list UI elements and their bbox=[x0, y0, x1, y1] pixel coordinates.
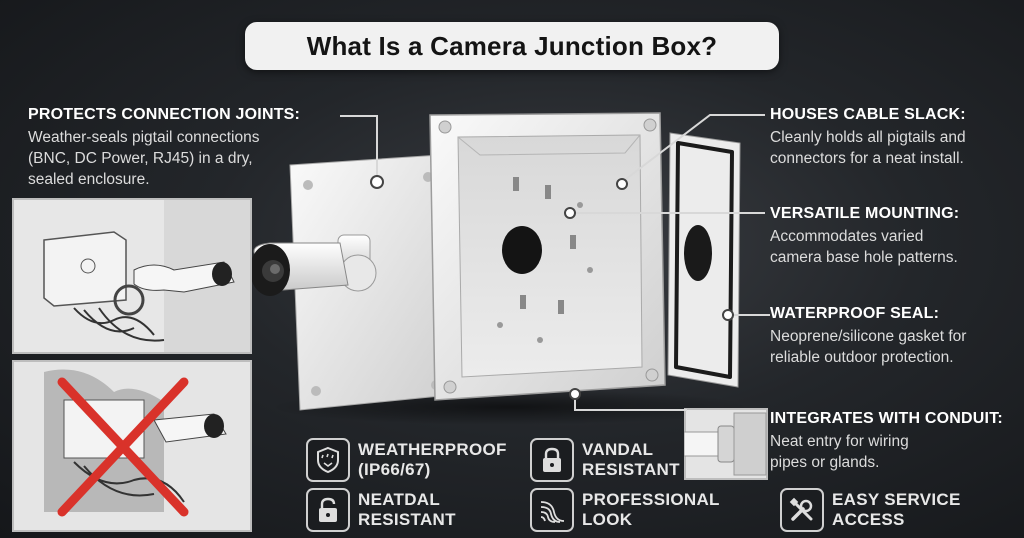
leader-cable-slack bbox=[616, 114, 765, 190]
callout-line: (BNC, DC Power, RJ45) in a dry, bbox=[28, 150, 253, 167]
callout-heading: VERSATILE MOUNTING: bbox=[770, 205, 960, 222]
callout-line: sealed enclosure. bbox=[28, 171, 150, 188]
callout-line: Neoprene/silicone gasket for bbox=[770, 328, 967, 345]
callout-line: Neat entry for wiring bbox=[770, 433, 909, 450]
callout-dot bbox=[372, 177, 382, 187]
callout-seal: WATERPROOF SEAL: Neoprene/silicone gaske… bbox=[770, 305, 1020, 368]
feature-easy-service: EASY SERVICE ACCESS bbox=[780, 488, 961, 532]
conduit-inset bbox=[684, 408, 768, 480]
feature-vandal: VANDAL RESISTANT bbox=[530, 438, 680, 482]
installed-with-box-drawing bbox=[14, 200, 250, 352]
callout-line: connectors for a neat install. bbox=[770, 150, 964, 167]
leader-line bbox=[376, 115, 378, 180]
callout-line: Cleanly holds all pigtails and bbox=[770, 129, 966, 146]
page-title: What Is a Camera Junction Box? bbox=[306, 30, 718, 61]
junction-box-illustration bbox=[250, 112, 750, 425]
feature-neatdal: NEATDAL RESISTANT bbox=[306, 488, 456, 532]
leader-line bbox=[340, 115, 378, 117]
callout-heading: PROTECTS CONNECTION JOINTS: bbox=[28, 106, 301, 123]
junction-box-open bbox=[429, 112, 666, 401]
feature-weatherproof: WEATHERPROOF (IP66/67) bbox=[306, 438, 507, 482]
feature-label: VANDAL bbox=[582, 440, 654, 459]
tools-icon bbox=[780, 488, 824, 532]
feature-label: EASY SERVICE bbox=[832, 490, 961, 509]
callout-line: pipes or glands. bbox=[770, 454, 880, 471]
bad-install-drawing bbox=[14, 362, 250, 530]
feature-label: NEATDAL bbox=[358, 490, 441, 509]
installed-illustration bbox=[12, 198, 252, 354]
feature-label: PROFESSIONAL bbox=[582, 490, 720, 509]
callout-line: camera base hole patterns. bbox=[770, 249, 958, 266]
callout-heading: WATERPROOF SEAL: bbox=[770, 305, 940, 322]
title-banner: What Is a Camera Junction Box? bbox=[245, 22, 779, 70]
callout-cable-slack: HOUSES CABLE SLACK: Cleanly holds all pi… bbox=[770, 106, 1020, 169]
feature-label: RESISTANT bbox=[358, 510, 456, 529]
leader-conduit bbox=[569, 388, 687, 411]
bad-install-illustration bbox=[12, 360, 252, 532]
callout-heading: HOUSES CABLE SLACK: bbox=[770, 106, 966, 123]
feature-label: ACCESS bbox=[832, 510, 905, 529]
callout-line: reliable outdoor protection. bbox=[770, 349, 954, 366]
feature-label: LOOK bbox=[582, 510, 633, 529]
bullet-camera bbox=[250, 234, 377, 296]
callout-conduit: INTEGRATES WITH CONDUIT: Neat entry for … bbox=[770, 410, 1020, 473]
leader-mounting bbox=[564, 207, 765, 219]
callout-protects: PROTECTS CONNECTION JOINTS: Weather-seal… bbox=[28, 106, 348, 190]
feature-professional: PROFESSIONAL LOOK bbox=[530, 488, 720, 532]
cable-bundle-icon bbox=[530, 488, 574, 532]
feature-label: WEATHERPROOF bbox=[358, 440, 507, 459]
gasket-lid bbox=[667, 132, 741, 388]
leader-seal bbox=[722, 309, 770, 321]
shield-rain-icon bbox=[306, 438, 350, 482]
callout-mounting: VERSATILE MOUNTING: Accommodates varied … bbox=[770, 205, 1020, 268]
callout-heading: INTEGRATES WITH CONDUIT: bbox=[770, 410, 1003, 427]
feature-label: RESISTANT bbox=[582, 460, 680, 479]
callout-line: Weather-seals pigtail connections bbox=[28, 129, 260, 146]
callout-line: Accommodates varied bbox=[770, 228, 924, 245]
cross-line-2 bbox=[57, 377, 189, 517]
lock-icon bbox=[530, 438, 574, 482]
feature-label: (IP66/67) bbox=[358, 460, 431, 479]
unlock-icon bbox=[306, 488, 350, 532]
